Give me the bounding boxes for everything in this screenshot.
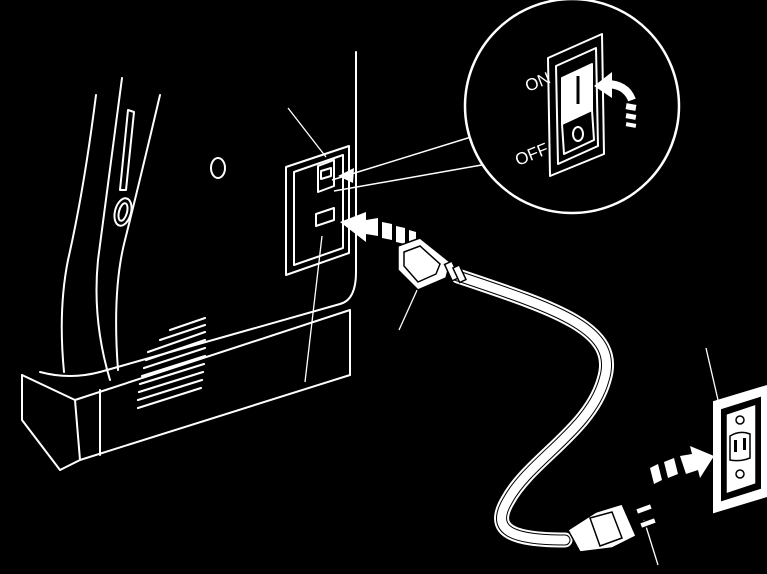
power-plug — [567, 502, 658, 553]
outlet-slot-right — [743, 438, 746, 450]
outlet-receptacle — [729, 431, 751, 462]
power-switch-rocker — [320, 167, 332, 180]
machine-panel-line-2 — [115, 94, 161, 371]
outlet-screw-top — [735, 415, 745, 425]
machine-base-bottom-edge — [79, 374, 351, 461]
leader-socket — [304, 235, 323, 383]
plate-outer — [285, 145, 350, 276]
power-cord — [450, 268, 614, 548]
sewing-machine-body — [21, 51, 357, 471]
detail-switch-housing — [547, 33, 605, 177]
machine-slot — [119, 109, 135, 191]
machine-panel-line-3 — [60, 94, 97, 373]
power-switch — [317, 159, 335, 193]
machine-socket — [315, 207, 335, 227]
vent-grille — [136, 316, 207, 410]
outlet-screw-bottom — [735, 469, 745, 479]
cord-connector-machine-end — [397, 237, 468, 291]
magnifier-line-bottom — [333, 162, 494, 192]
magnifier-line-top — [331, 132, 485, 181]
switch-detail-circle: ON OFF — [463, 0, 681, 215]
insert-arrow-outlet — [650, 446, 714, 484]
leader-plug-end — [398, 287, 419, 331]
machine-knob-inner — [117, 202, 129, 222]
detail-off-mark — [572, 126, 584, 142]
outlet-arrow-head — [680, 446, 714, 478]
machine-side-outline — [39, 51, 357, 377]
magnifier-lines — [331, 132, 494, 192]
detail-rocker-off — [561, 109, 595, 155]
magnifier-arrowhead — [338, 168, 354, 183]
arrow-head — [340, 212, 378, 242]
machine-base-top-edge — [74, 309, 351, 401]
outlet-slot-left — [734, 440, 737, 452]
switch-socket-plate — [285, 145, 350, 276]
machine-screw-hole — [210, 157, 226, 179]
machine-base-left — [21, 374, 81, 471]
detail-switch-bezel — [555, 47, 599, 165]
detail-curved-arrowhead — [594, 72, 612, 98]
machine-panel-line-1 — [95, 77, 123, 381]
leader-switch — [287, 107, 327, 158]
machine-base-front — [21, 374, 61, 471]
wall-outlet — [713, 384, 767, 514]
leader-outlet — [705, 347, 719, 401]
plate-inner — [293, 154, 344, 266]
machine-knob — [113, 197, 133, 227]
